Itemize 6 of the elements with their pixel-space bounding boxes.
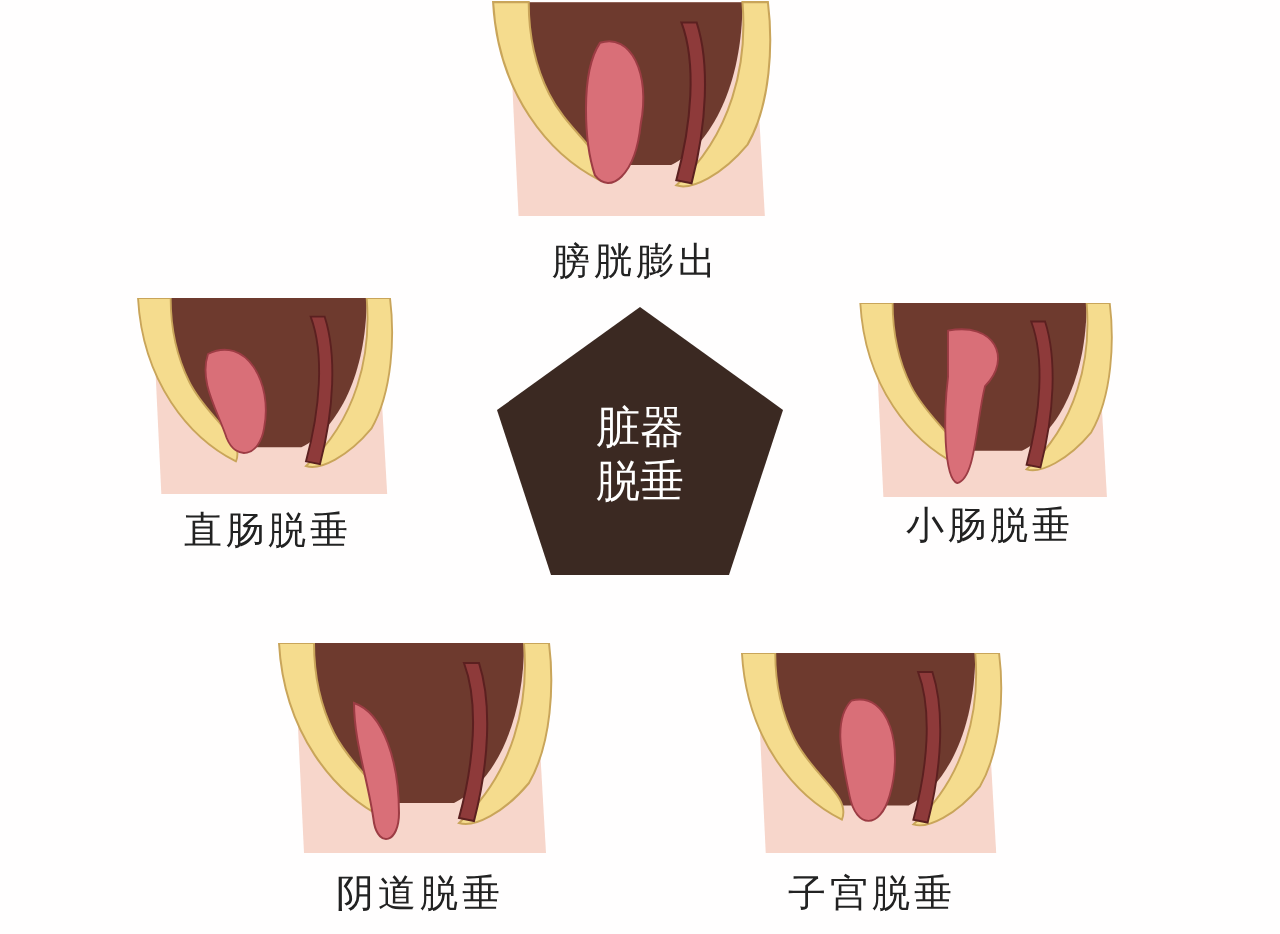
organ-caption: 膀胱膨出 xyxy=(552,238,720,285)
organ-caption: 阴道脱垂 xyxy=(336,870,504,917)
pentagon-title: 脏器脱垂 xyxy=(595,400,685,508)
organ-caption: 子宫脱垂 xyxy=(788,870,956,917)
organ-caption: 小肠脱垂 xyxy=(906,502,1074,549)
organ-caption: 直肠脱垂 xyxy=(184,507,352,554)
